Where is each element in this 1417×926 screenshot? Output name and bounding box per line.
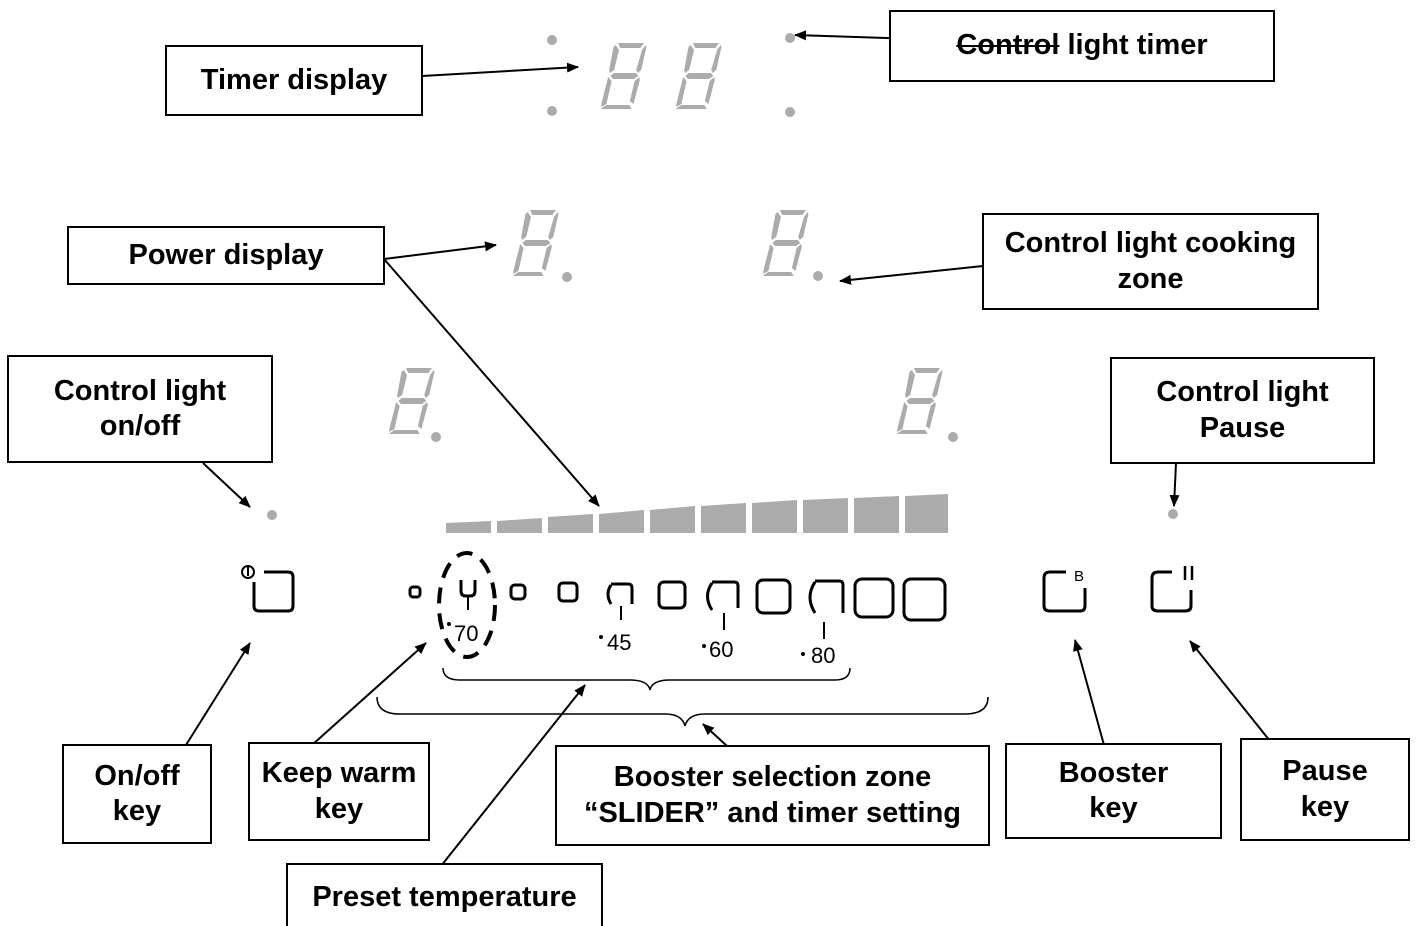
struck-word: Control — [956, 29, 1060, 62]
slider-key-4[interactable] — [557, 581, 579, 603]
control-light-timer-label: Control light timer — [889, 10, 1275, 82]
control-light-onoff-label: Control light on/off — [7, 355, 273, 463]
control-light-pause-label: Control light Pause — [1110, 357, 1375, 464]
pause-control-light — [1168, 509, 1178, 519]
onoff-key-label: On/off key — [62, 744, 212, 844]
slider-key-1[interactable] — [408, 585, 422, 599]
preset-brace — [442, 667, 851, 691]
slider-key-11[interactable] — [902, 577, 947, 622]
keep-warm-key-label: Keep warm key — [248, 742, 430, 841]
booster-selection-zone-label: Booster selection zone “SLIDER” and time… — [555, 745, 990, 846]
power-level-bars — [446, 494, 948, 533]
onoff-key[interactable] — [241, 565, 295, 613]
onoff-control-light — [267, 510, 277, 520]
slider-key-9[interactable] — [808, 579, 845, 614]
slider-key-10[interactable] — [853, 577, 895, 619]
slider-key-3[interactable] — [509, 583, 527, 601]
keep-warm-key[interactable] — [459, 580, 477, 598]
preset-temp-80: 80 — [811, 643, 835, 668]
power-digits — [388, 210, 958, 442]
preset-temperature-label: Preset temperature — [286, 863, 603, 926]
booster-key-mark: B — [1074, 568, 1084, 585]
slider-key-8[interactable] — [755, 578, 792, 615]
booster-key-label: Booster key — [1005, 743, 1222, 839]
pause-key-label: Pause key — [1240, 738, 1410, 841]
cooking-zone-control-light — [813, 271, 823, 281]
control-light-cooking-zone-label: Control light cooking zone — [982, 213, 1319, 310]
slider-key-5[interactable] — [606, 582, 634, 605]
power-symbol-icon — [241, 565, 255, 579]
booster-key[interactable]: B — [1042, 568, 1087, 613]
slider-key-7[interactable] — [706, 580, 740, 611]
keep-warm-highlight — [437, 551, 497, 659]
slider-keys[interactable] — [408, 577, 947, 656]
preset-temp-45: 45 — [607, 630, 631, 655]
preset-temp-70: 70 — [454, 621, 478, 646]
preset-temp-60: 60 — [709, 637, 733, 662]
slider-brace — [376, 696, 989, 727]
timer-display-label: Timer display — [165, 45, 423, 116]
slider-key-6[interactable] — [657, 580, 687, 610]
timer-control-light — [785, 33, 795, 43]
power-display-label: Power display — [67, 226, 385, 285]
pause-key[interactable] — [1150, 566, 1194, 613]
timer-digits — [547, 33, 795, 117]
